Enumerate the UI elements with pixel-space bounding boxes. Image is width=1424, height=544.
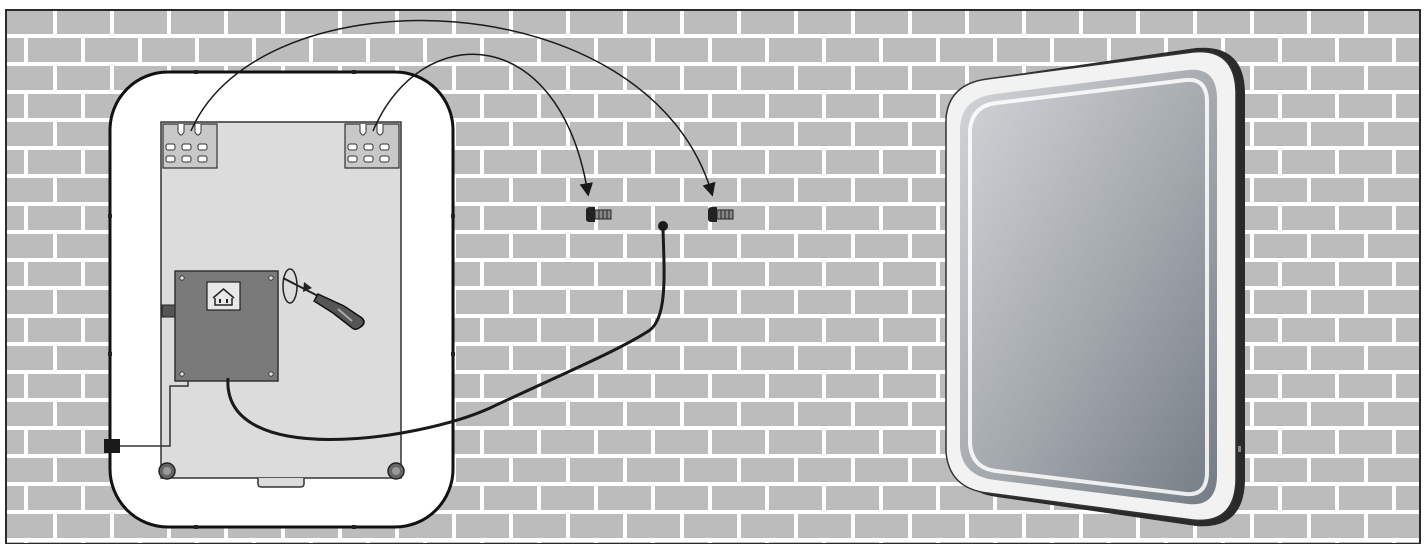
screwdriver [282, 277, 365, 331]
wall-screw-left [586, 207, 612, 222]
power-cable [226, 227, 666, 441]
hanging-bracket-right [344, 123, 400, 169]
power-socket-symbol [206, 281, 241, 311]
mirror-foot-left [158, 462, 176, 480]
internal-wire [120, 381, 189, 447]
mount-arrow-right [372, 53, 593, 197]
wall-screw-right [708, 207, 734, 222]
hanging-bracket-left [162, 123, 218, 169]
edge-clip [104, 439, 120, 453]
junction-box [174, 270, 279, 382]
mount-arrow-left [190, 19, 716, 197]
wall-cable-outlet [658, 221, 668, 231]
mirror-foot-right [387, 462, 405, 480]
mirror-side-sensor [1238, 446, 1241, 452]
side-connector [161, 304, 177, 318]
mirror-front-view [945, 47, 1245, 527]
mirror-glass [960, 69, 1217, 505]
mirror-back-view [104, 70, 455, 529]
wall-border [5, 9, 1421, 544]
